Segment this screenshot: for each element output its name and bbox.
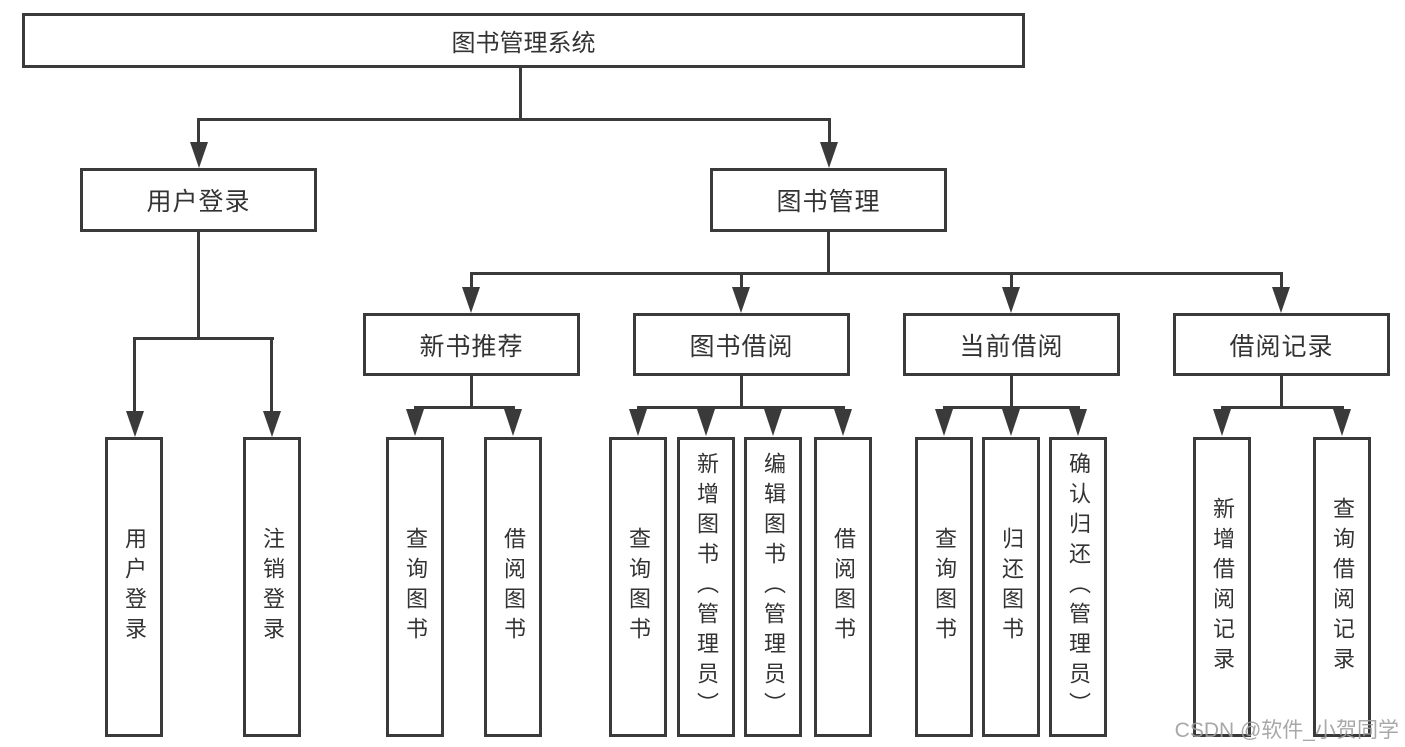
node-label: 确认归还（管理员） bbox=[1066, 452, 1091, 722]
leaf-query-borrow-record: 查询借阅记录 bbox=[1313, 437, 1371, 737]
connector-line bbox=[1010, 272, 1013, 290]
node-label: 注销登录 bbox=[260, 527, 285, 647]
node-label: 新书推荐 bbox=[419, 332, 524, 361]
arrow-down-icon bbox=[820, 142, 838, 168]
leaf-add-borrow-record: 新增借阅记录 bbox=[1193, 437, 1251, 737]
connector-line bbox=[1221, 406, 1344, 409]
connector-line bbox=[133, 337, 274, 340]
connector-line bbox=[1280, 374, 1283, 409]
connector-line bbox=[943, 406, 1080, 409]
node-label: 图书借阅 bbox=[689, 332, 794, 361]
node-label: 借阅图书 bbox=[831, 527, 856, 647]
node-book-management: 图书管理 bbox=[710, 168, 947, 232]
csdn-watermark: CSDN @软件_小贺同学 bbox=[1174, 719, 1399, 742]
connector-line bbox=[827, 230, 830, 275]
connector-line bbox=[470, 272, 473, 290]
connector-line bbox=[414, 406, 515, 409]
arrow-down-icon bbox=[629, 409, 647, 436]
leaf-confirm-return-admin: 确认归还（管理员） bbox=[1049, 437, 1107, 737]
arrow-down-icon bbox=[406, 409, 424, 436]
node-label: 查询图书 bbox=[403, 527, 428, 647]
leaf-logout-login: 注销登录 bbox=[243, 437, 301, 737]
arrow-down-icon bbox=[190, 142, 208, 168]
leaf-edit-books-admin: 编辑图书（管理员） bbox=[744, 437, 802, 737]
node-label: 查询图书 bbox=[932, 527, 957, 647]
connector-line bbox=[197, 118, 831, 121]
arrow-down-icon bbox=[1333, 409, 1351, 436]
arrow-down-icon bbox=[1069, 409, 1087, 436]
arrow-down-icon bbox=[1213, 409, 1231, 436]
node-label: 当前借阅 bbox=[959, 332, 1064, 361]
node-label: 图书管理 bbox=[776, 188, 881, 216]
connector-line bbox=[1010, 374, 1013, 409]
node-label: 查询借阅记录 bbox=[1330, 497, 1355, 677]
node-label: 借阅记录 bbox=[1229, 332, 1334, 361]
leaf-query-books-current: 查询图书 bbox=[915, 437, 973, 737]
leaf-query-books-borrow: 查询图书 bbox=[609, 437, 667, 737]
node-label: 借阅图书 bbox=[501, 527, 526, 647]
connector-line bbox=[1280, 272, 1283, 290]
connector-line bbox=[197, 230, 200, 340]
connector-line bbox=[133, 337, 136, 414]
leaf-query-books-recommend: 查询图书 bbox=[386, 437, 444, 737]
leaf-add-books-admin: 新增图书（管理员） bbox=[677, 437, 735, 737]
connector-line bbox=[197, 118, 200, 146]
node-current-borrow: 当前借阅 bbox=[903, 313, 1120, 376]
leaf-return-books: 归还图书 bbox=[982, 437, 1040, 737]
connector-line bbox=[519, 66, 522, 121]
node-label: 查询图书 bbox=[626, 527, 651, 647]
node-label: 新增借阅记录 bbox=[1210, 497, 1235, 677]
arrow-down-icon bbox=[1272, 287, 1290, 313]
connector-line bbox=[740, 374, 743, 409]
connector-line bbox=[740, 272, 743, 290]
node-label: 新增图书（管理员） bbox=[694, 452, 719, 722]
node-library-management-system: 图书管理系统 bbox=[22, 13, 1025, 68]
connector-line bbox=[828, 118, 831, 146]
connector-line bbox=[637, 406, 845, 409]
arrow-down-icon bbox=[834, 409, 852, 436]
arrow-down-icon bbox=[504, 409, 522, 436]
node-user-login: 用户登录 bbox=[80, 168, 317, 232]
node-label: 图书管理系统 bbox=[451, 30, 596, 57]
arrow-down-icon bbox=[935, 409, 953, 436]
arrow-down-icon bbox=[263, 411, 281, 437]
arrow-down-icon bbox=[697, 409, 715, 436]
leaf-borrow-books: 借阅图书 bbox=[814, 437, 872, 737]
arrow-down-icon bbox=[126, 411, 144, 437]
node-label: 归还图书 bbox=[999, 527, 1024, 647]
node-label: 用户登录 bbox=[146, 188, 251, 216]
arrow-down-icon bbox=[764, 409, 782, 436]
node-book-borrow: 图书借阅 bbox=[633, 313, 850, 376]
node-label: 编辑图书（管理员） bbox=[761, 452, 786, 722]
connector-line bbox=[470, 374, 473, 409]
arrow-down-icon bbox=[1002, 409, 1020, 436]
connector-line bbox=[470, 272, 1283, 275]
leaf-borrow-books-recommend: 借阅图书 bbox=[484, 437, 542, 737]
arrow-down-icon bbox=[462, 287, 480, 313]
node-label: 用户登录 bbox=[122, 527, 147, 647]
arrow-down-icon bbox=[1002, 287, 1020, 313]
leaf-user-login: 用户登录 bbox=[105, 437, 163, 737]
connector-line bbox=[270, 337, 273, 414]
node-new-book-recommend: 新书推荐 bbox=[363, 313, 580, 376]
arrow-down-icon bbox=[732, 287, 750, 313]
node-borrow-record: 借阅记录 bbox=[1173, 313, 1390, 376]
